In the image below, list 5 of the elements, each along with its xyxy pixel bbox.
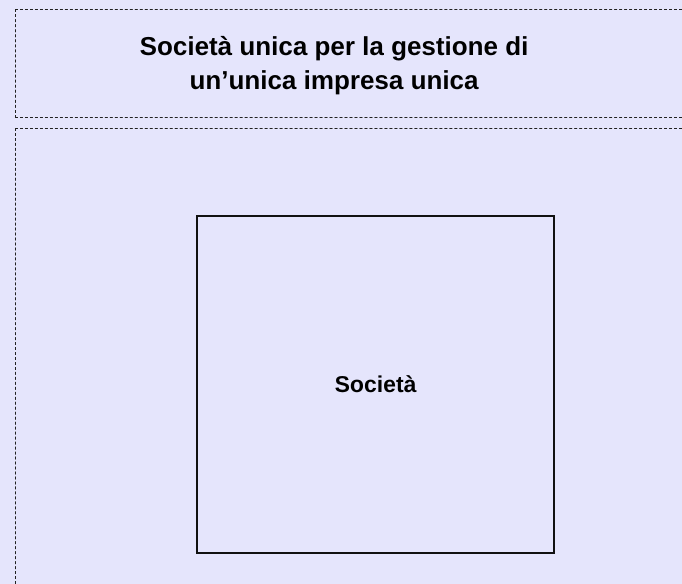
panel-background xyxy=(15,128,682,584)
title-band xyxy=(15,9,682,118)
company-box xyxy=(196,215,555,554)
title-text: Società unica per la gestione di un’unica impresa unica xyxy=(138,30,530,96)
node-label: Società xyxy=(334,370,416,399)
